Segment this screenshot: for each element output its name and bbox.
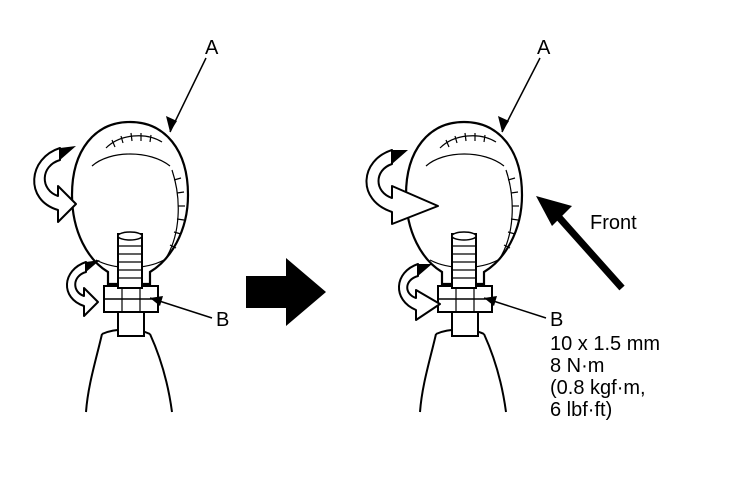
step-arrow-icon [246, 258, 326, 326]
spec-torque: 8 N·m [550, 355, 605, 377]
label-a-left: A [205, 37, 219, 59]
front-direction-arrow-icon [536, 196, 625, 291]
rotate-arrow-icon [33, 146, 77, 223]
spec-size: 10 x 1.5 mm [550, 333, 661, 355]
rotate-arrow-icon [66, 260, 100, 317]
label-b-right: B [550, 309, 564, 331]
rotate-arrow-icon [398, 263, 441, 321]
leader-line-a-right [501, 57, 541, 133]
label-b-left: B [216, 309, 230, 331]
leader-line-a-left [169, 57, 207, 133]
spec-torque-lbf: 6 lbf·ft) [550, 399, 613, 421]
spec-torque-kgf: (0.8 kgf·m, [550, 377, 646, 399]
front-label: Front [590, 212, 637, 234]
rotate-arrow-icon [365, 149, 439, 225]
label-a-right: A [537, 37, 551, 59]
